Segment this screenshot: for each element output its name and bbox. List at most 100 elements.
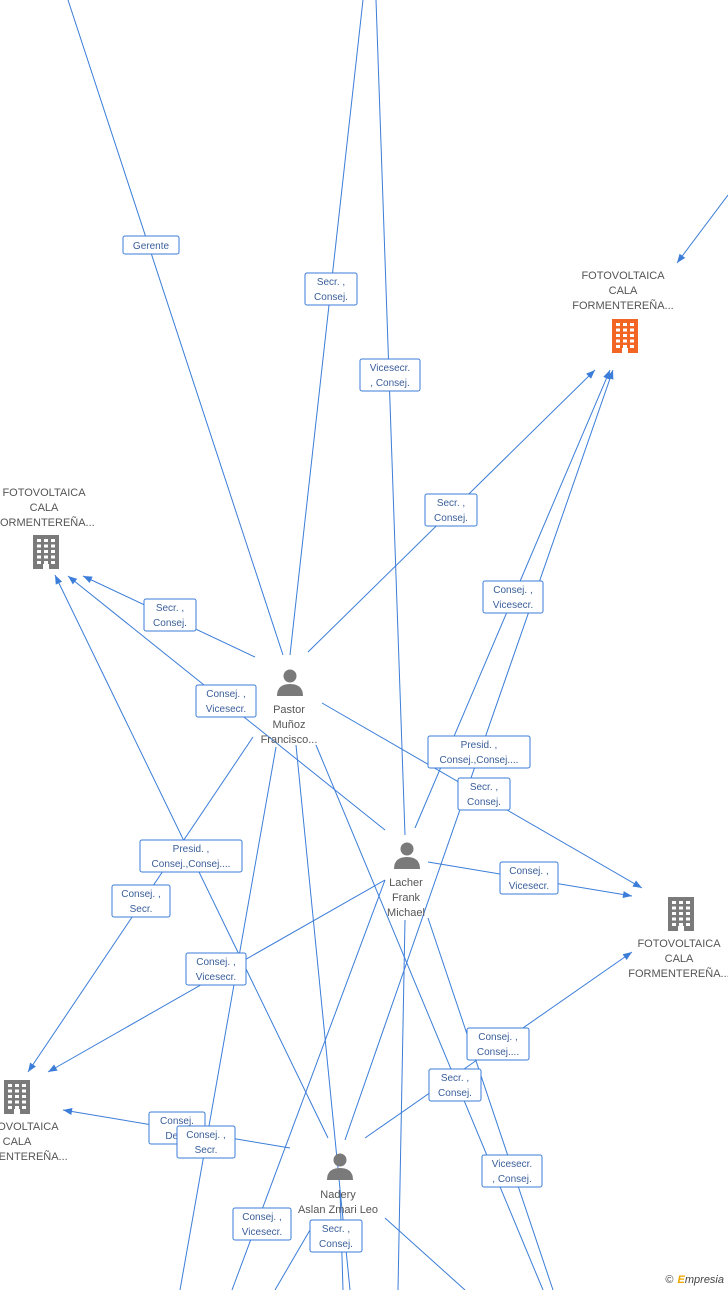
person-icon [394,842,420,869]
company-node[interactable]: FOTOVOLTAICA CALA FORMENTEREÑA... [628,897,728,980]
edge-label-text: Gerente [133,241,170,252]
edge-label[interactable]: Secr. ,Consej. [428,1068,482,1102]
node-label: Pastor [273,704,305,716]
edge-label-box [427,735,531,769]
node-label: Aslan Zmari Leo [298,1204,378,1216]
edge-label[interactable]: Vicesecr., Consej. [481,1154,543,1188]
edge-label[interactable]: Secr. , Consej. [304,272,358,306]
edge-label[interactable]: Vicesecr., Consej. [359,358,421,392]
edge-label-text: Consej. [314,292,348,303]
node-label: FORMENTEREÑA... [0,516,95,529]
edge-label-text: Vicesecr. [206,704,246,715]
node-label: Lacher [389,877,423,889]
edge-label-text: Consej. , [121,889,160,900]
edge-arrowhead [68,576,78,585]
edge-line [384,1217,466,1290]
building-icon [612,319,638,353]
edge-label[interactable]: Secr. ,Consej. [457,777,511,811]
node-label: Michael [387,907,425,919]
edge-label-box [195,684,257,718]
edge-line [427,917,554,1290]
node-label: CALA [609,285,638,297]
edge-label-text: , Consej. [370,378,409,389]
node-label: FOTOVOLTAICA [581,270,665,282]
edge-label-text: Consej.,Consej.... [440,755,519,766]
copyright-symbol: © [665,1274,674,1286]
edge-label[interactable]: Secr. , Consej. [309,1219,363,1253]
edge-label[interactable]: Consej. , Secr. [176,1125,236,1159]
edge-label-text: Secr. , [317,277,345,288]
edge-line [295,744,351,1290]
edge-label[interactable]: Secr. ,Consej. [424,493,478,527]
edge-label-box [143,598,197,632]
edge-label[interactable]: Presid. , Consej.,Consej.... [139,839,243,873]
edge-label[interactable]: Consej. ,Vicesecr. [232,1207,292,1241]
edge-label-text: Consej.,Consej.... [152,859,231,870]
edge-label-box [122,235,180,255]
node-label: FOTOVOLTAICA [0,1121,59,1133]
edge-label[interactable]: Consej. , Vicesecr. [482,580,544,614]
edge-arrowhead [83,576,93,584]
edge-label[interactable]: Consej. , Secr. [111,884,171,918]
edge-label-text: Consej.... [477,1047,519,1058]
brand-initial: E [677,1274,685,1286]
edge-label[interactable]: Gerente [122,235,180,255]
edge-label[interactable]: Consej. , Vicesecr. [499,861,559,895]
edge-label-text: Consej. , [196,957,235,968]
edge-label-text: Secr. , [441,1073,469,1084]
edge-arrowhead [63,1108,73,1115]
person-icon [277,669,303,696]
node-label: CALA [665,953,694,965]
edge-label-text: Consej. , [242,1212,281,1223]
edge-label[interactable]: Consej. ,Vicesecr. [195,684,257,718]
edge-label-text: Consej. [434,513,468,524]
edge-arrowhead [622,952,632,961]
edge-arrowhead [48,1064,58,1072]
edge-label-box [499,861,559,895]
edge-label-box [481,1154,543,1188]
edge-label-text: Consej. [153,618,187,629]
edge-label-box [185,952,247,986]
edge-label-text: Secr. [195,1145,218,1156]
edge-label-text: Consej. , [509,866,548,877]
edge-label-text: Presid. , [173,844,210,855]
node-label: FOTOVOLTAICA [637,938,721,950]
edge-label-text: Consej. [319,1239,353,1250]
node-label: Francisco... [261,734,318,746]
edge-label-box [304,272,358,306]
edge-label[interactable]: Secr. , Consej. [143,598,197,632]
edge-arrowhead [632,880,642,888]
edge-arrowhead [622,891,632,898]
edge-line [397,919,406,1290]
edge-label-text: Consej. , [186,1130,225,1141]
company-node[interactable]: FOTOVOLTAICACALAFORMENTEREÑA... [0,1080,68,1163]
edge-label[interactable]: Consej. ,Vicesecr. [185,952,247,986]
edge-label-text: Vicesecr. [493,600,533,611]
edge-label[interactable]: Consej. ,Consej.... [466,1027,530,1061]
nodes-layer: FOTOVOLTAICA CALA FORMENTEREÑA... FOTOVOLTA… [0,270,728,1216]
edge-arrowhead [28,1062,36,1072]
edge-label-text: Secr. , [156,603,184,614]
node-label: CALA [30,502,59,514]
edge-label-box [428,1068,482,1102]
edge-label-box [457,777,511,811]
edge-label-text: Vicesecr. [492,1159,532,1170]
edge-label-text: Consej. , [493,585,532,596]
edge-label-box [139,839,243,873]
company-node[interactable]: FOTOVOLTAICACALAFORMENTEREÑA... [0,487,95,569]
node-label: FORMENTEREÑA... [628,967,728,980]
person-node[interactable]: PastorMuñozFrancisco... [261,669,318,747]
edge-label-box [424,493,478,527]
edge-line [315,744,544,1290]
edge-label-text: Secr. , [322,1224,350,1235]
company-node[interactable]: FOTOVOLTAICACALAFORMENTEREÑA... [572,270,674,353]
edge-label-text: Consej. [467,797,501,808]
edge-label-text: Secr. [130,904,153,915]
edge-label[interactable]: Presid. ,Consej.,Consej.... [427,735,531,769]
edge-line [676,194,728,264]
node-label: FORMENTEREÑA... [0,1150,68,1163]
edge-label-text: Vicesecr. [509,881,549,892]
